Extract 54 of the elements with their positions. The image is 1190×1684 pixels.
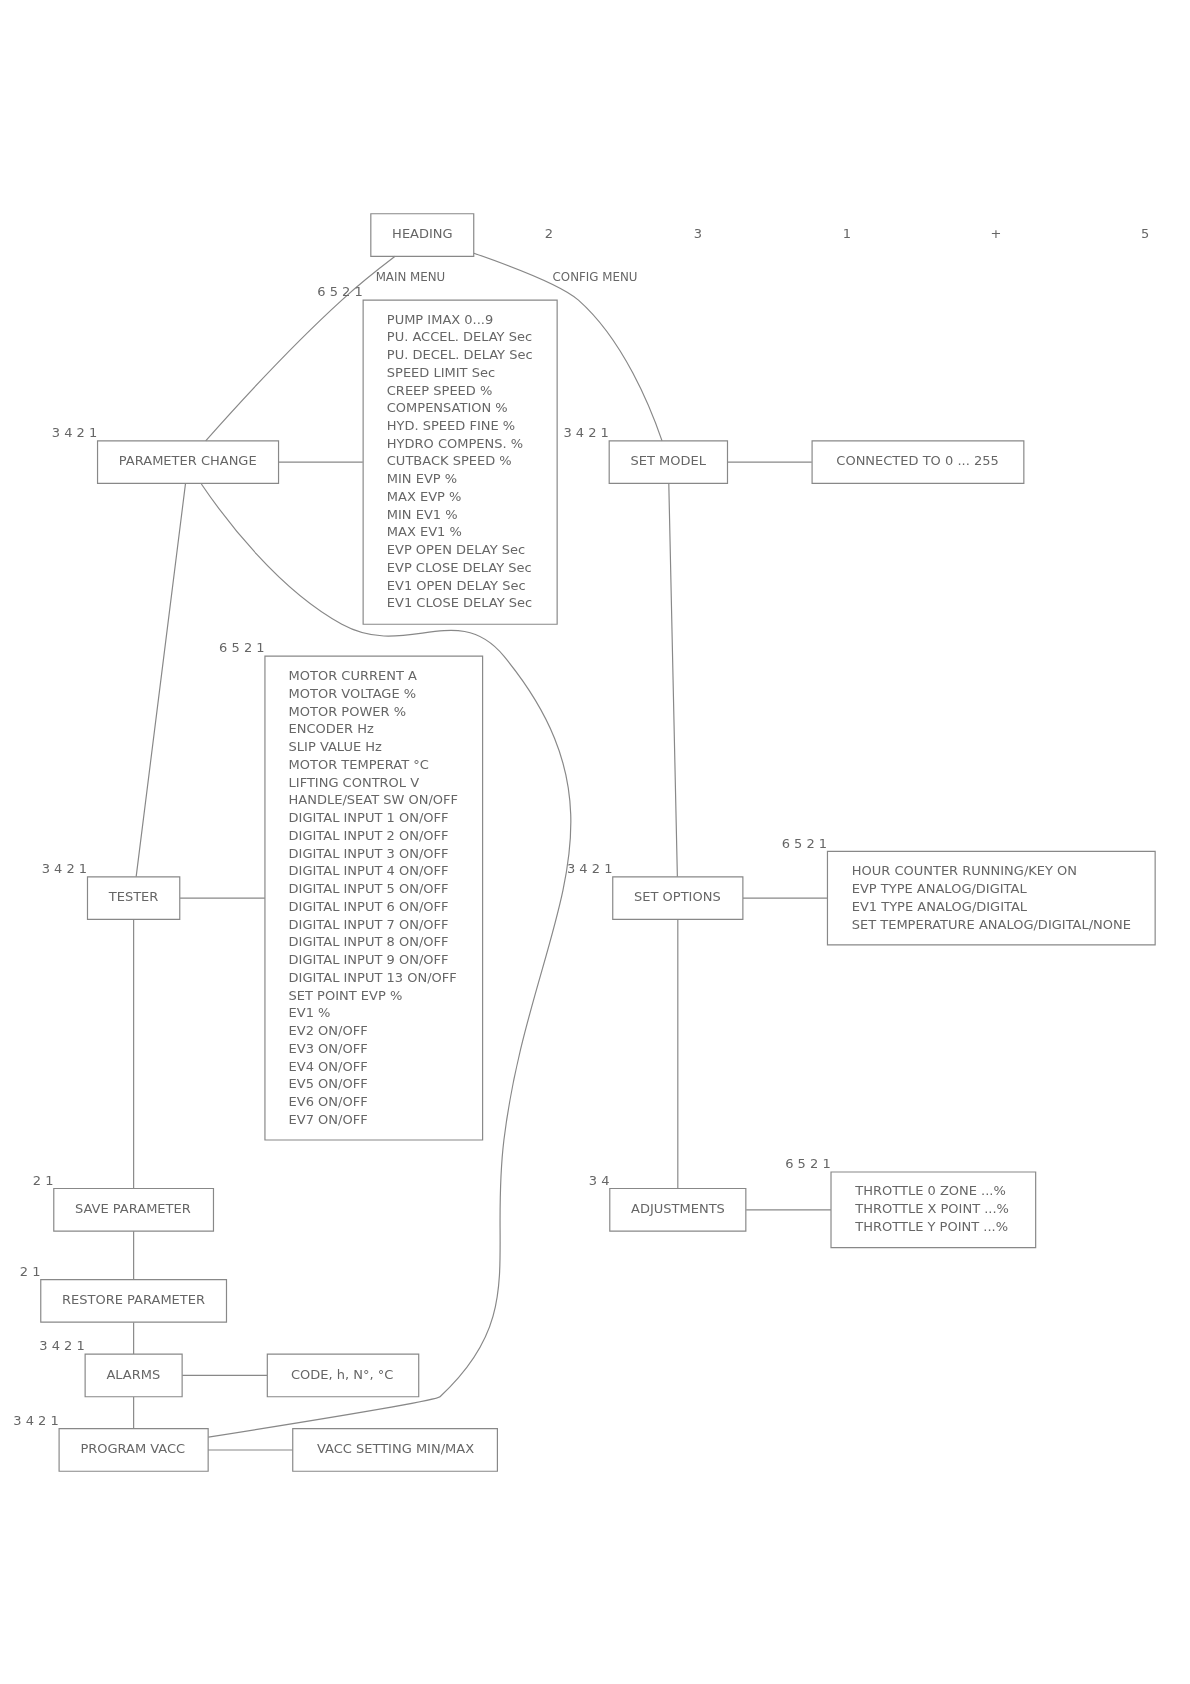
node-box: SAVE PARAMETER	[53, 1187, 215, 1232]
connector	[205, 255, 396, 441]
node-box: SET OPTIONS	[612, 875, 744, 920]
node-label: 2 1	[32, 1172, 54, 1188]
node-box: CONNECTED TO 0 ... 255	[811, 439, 1025, 484]
connector	[727, 461, 813, 463]
node-label: 6 5 2 1	[219, 639, 265, 655]
node-label: 2 1	[19, 1263, 41, 1279]
connector	[742, 897, 828, 899]
node-box: PARAMETER CHANGE	[96, 439, 280, 484]
node-box: THROTTLE 0 ZONE ...% THROTTLE X POINT ...% THROTTLE Y POINT ...%	[830, 1170, 1037, 1248]
node-box: CODE, h, N°, °C	[266, 1353, 420, 1397]
node-box: PROGRAM VACC	[58, 1427, 209, 1472]
edge-label: CONFIG MENU	[552, 269, 638, 284]
node-label: 3 4 2 1	[39, 1337, 85, 1353]
node-label: 3 4 2 1	[563, 424, 609, 440]
label: +	[990, 225, 1002, 241]
node-label: 3 4 2 1	[51, 424, 98, 440]
node-label: 6 5 2 1	[317, 283, 363, 299]
connector	[473, 252, 663, 441]
node-box: SET MODEL	[608, 439, 729, 484]
node-label: 6 5 2 1	[781, 835, 828, 851]
node-box: PUMP IMAX 0...9 PU. ACCEL. DELAY Sec PU. DECEL. DELAY Sec SPEED LIMIT Sec CREEP SPEED % COMPENSATION % HYD. SPEED FINE % HYDRO COMPENS. % CUTBACK SPEED % MIN EVP % MAX EVP % MIN EV1 % MAX EV1 % EVP OPEN DELAY Sec EVP CLOSE DELAY Sec EV1 OPEN DELAY Sec EV1 CLOSE DELAY Sec	[362, 299, 558, 625]
label: 2	[544, 225, 553, 241]
node-label: 3 4 2 1	[13, 1412, 59, 1428]
connector	[207, 1448, 294, 1451]
node-label: 3 4	[588, 1172, 610, 1188]
node-box: MOTOR CURRENT A MOTOR VOLTAGE % MOTOR POWER % ENCODER Hz SLIP VALUE Hz MOTOR TEMPERAT °C LIFTING CONTROL V HANDLE/SEAT SW ON/OFF DIGITAL INPUT 1 ON/OFF DIGITAL INPUT 2 ON/OFF DIGITAL INPUT 3 ON/OFF DIGITAL INPUT 4 ON/OFF DIGITAL INPUT 5 ON/OFF DIGITAL INPUT 6 ON/OFF DIGITAL INPUT 7 ON/OFF DIGITAL INPUT 8 ON/OFF DIGITAL INPUT 9 ON/OFF DIGITAL INPUT 13 ON/OFF SET POINT EVP % EV1 % EV2 ON/OFF EV3 ON/OFF EV4 ON/OFF EV5 ON/OFF EV6 ON/OFF EV7 ON/OFF	[264, 655, 484, 1141]
node-box: VACC SETTING MIN/MAX	[292, 1427, 498, 1472]
node-label: 6 5 2 1	[785, 1155, 831, 1171]
label: 1	[842, 225, 852, 241]
node-box: RESTORE PARAMETER	[40, 1278, 228, 1323]
connector	[133, 918, 135, 1189]
node-label: 3 4 2 1	[41, 860, 88, 876]
connector	[200, 482, 571, 1438]
connector	[179, 897, 266, 899]
node-label: 3 4 2 1	[566, 860, 613, 876]
connector	[133, 1230, 135, 1280]
connector	[133, 1396, 135, 1429]
connector	[677, 918, 679, 1189]
node-box: TESTER	[86, 875, 181, 920]
edge-label: MAIN MENU	[375, 269, 446, 284]
node-box: HOUR COUNTER RUNNING/KEY ON EVP TYPE ANALOG/DIGITAL EV1 TYPE ANALOG/DIGITAL SET TEMPERATURE ANALOG/DIGITAL/NONE	[826, 850, 1156, 945]
label: 3	[693, 225, 703, 241]
node-box: ALARMS	[84, 1353, 183, 1397]
connector	[135, 482, 187, 877]
label: 5	[1140, 225, 1150, 241]
connector	[745, 1208, 832, 1210]
connector	[668, 482, 678, 877]
node-box: ADJUSTMENTS	[609, 1187, 747, 1232]
node-box: HEADING	[370, 212, 475, 257]
connector	[278, 461, 364, 463]
connector	[181, 1374, 268, 1376]
connector	[133, 1321, 135, 1355]
